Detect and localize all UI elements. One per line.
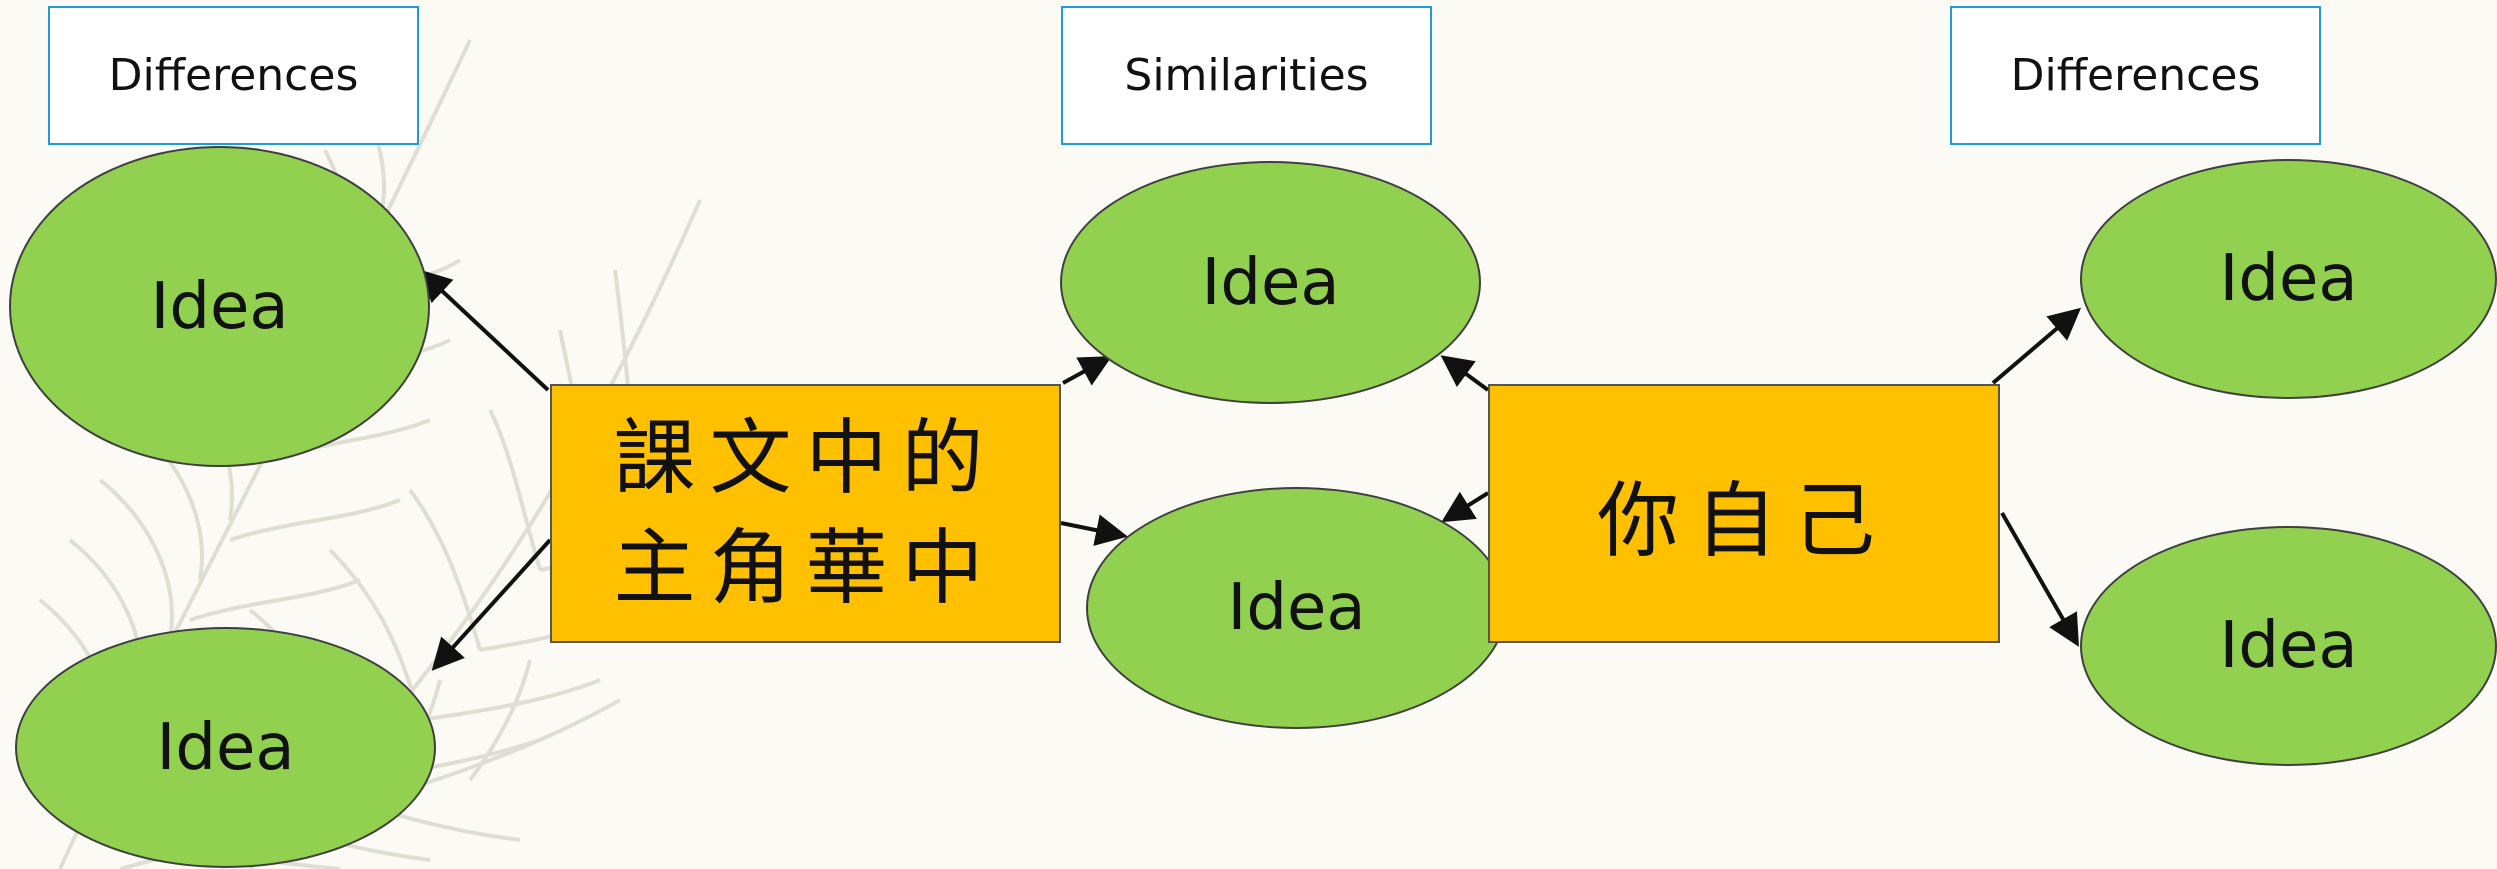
center-box-yourself-text: 你自己 <box>1596 474 1891 569</box>
center-box-yourself: 你自己 <box>1488 384 2000 643</box>
header-differences-right: Differences <box>1950 6 2321 145</box>
center-box-protagonist-text: 課文中的主角華中 <box>613 410 998 616</box>
arrow-left-box-to-left-top-idea <box>419 269 550 392</box>
arrow-right-box-to-right-bottom-idea <box>2000 512 2079 647</box>
arrow-left-box-to-center-bottom-idea <box>1060 514 1128 546</box>
idea-center-top: Idea <box>1060 161 1481 404</box>
idea-center-bottom: Idea <box>1086 487 1507 729</box>
arrow-left-box-to-center-top-idea <box>1062 356 1113 386</box>
idea-left-bottom: Idea <box>15 627 436 868</box>
idea-right-bottom: Idea <box>2080 526 2497 766</box>
arrow-right-box-to-right-top-idea <box>1991 307 2082 385</box>
arrow-right-box-to-center-bottom-idea <box>1441 491 1490 523</box>
arrow-right-box-to-center-top-idea <box>1440 355 1490 392</box>
center-box-protagonist: 課文中的主角華中 <box>550 384 1061 643</box>
idea-right-top: Idea <box>2080 159 2497 399</box>
header-differences-left: Differences <box>48 6 419 145</box>
arrow-left-box-to-left-bottom-idea <box>431 538 552 671</box>
idea-left-top: Idea <box>9 146 430 467</box>
header-similarities: Similarities <box>1061 6 1432 145</box>
